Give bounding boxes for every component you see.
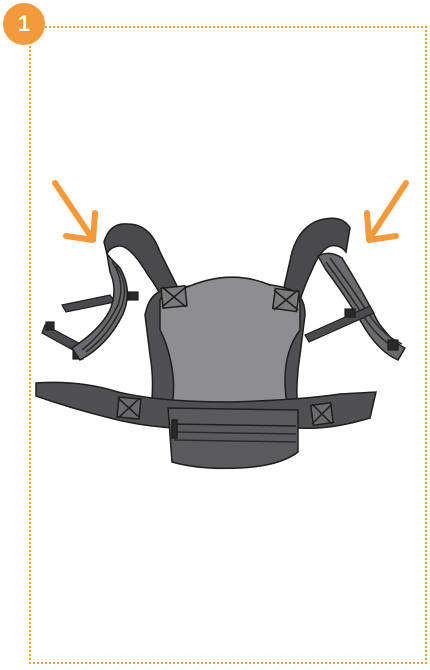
back-panel: [145, 277, 305, 415]
arrow-down-right-icon: [55, 183, 95, 240]
arrow-down-left-icon: [367, 183, 406, 240]
front-pocket: [168, 408, 298, 468]
